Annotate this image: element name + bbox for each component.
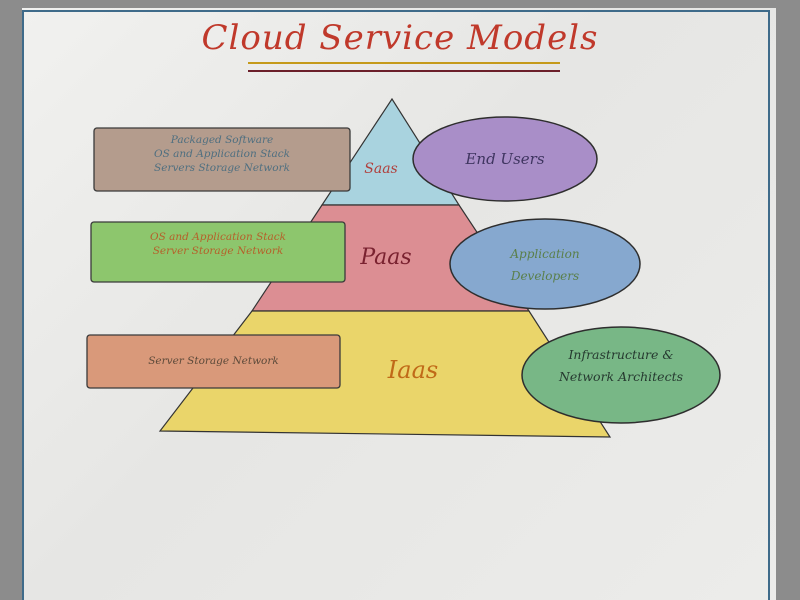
oval-infra-text: Infrastructure & Network Architects (522, 344, 720, 388)
box-saas-line: Packaged Software (170, 134, 274, 146)
box-iaas-stack (86, 334, 341, 389)
box-saas-text: Packaged Software OS and Application Sta… (94, 133, 350, 175)
box-paas-line: Server Storage Network (152, 245, 284, 257)
box-saas-stack (93, 127, 351, 192)
box-paas-text: OS and Application Stack Server Storage … (91, 230, 345, 258)
oval-app-devs-line: Application (510, 247, 580, 261)
oval-end-users-text: End Users (413, 148, 597, 170)
oval-end-users-line: End Users (465, 150, 545, 168)
oval-application-developers (449, 218, 641, 310)
oval-app-devs-line: Developers (510, 269, 580, 283)
oval-end-users (412, 116, 598, 202)
diagram-title: Cloud Service Models (201, 18, 599, 58)
oval-infra-line: Infrastructure & (568, 347, 674, 362)
oval-infrastructure-architects (521, 326, 721, 424)
box-paas-line: OS and Application Stack (149, 231, 287, 243)
oval-infra-line: Network Architects (558, 369, 684, 384)
box-paas-stack (90, 221, 346, 283)
tier-label-iaas: Iaas (387, 356, 438, 384)
box-iaas-line: Server Storage Network (148, 355, 279, 367)
oval-app-devs-text: Application Developers (450, 243, 640, 287)
title-underline (248, 62, 560, 72)
tier-label-paas: Paas (359, 245, 411, 270)
tier-label-saas: Saas (364, 161, 397, 177)
box-iaas-text: Server Storage Network (87, 354, 340, 368)
page-border (22, 10, 770, 600)
box-saas-line: OS and Application Stack (153, 148, 291, 160)
box-saas-line: Servers Storage Network (154, 162, 290, 174)
